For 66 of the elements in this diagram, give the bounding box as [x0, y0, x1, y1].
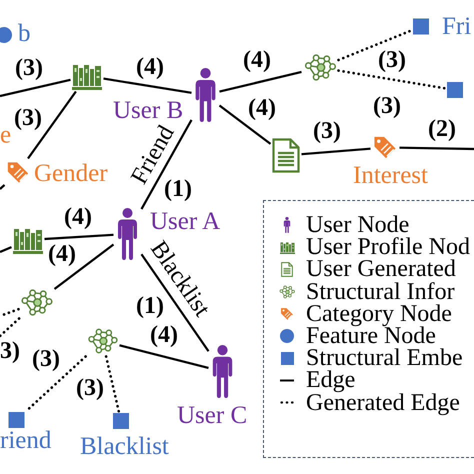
node-label: b — [18, 21, 30, 46]
dotted-edge — [104, 355, 120, 413]
edge-line — [399, 146, 474, 150]
square-icon — [447, 82, 463, 98]
edge-label: (4) — [136, 55, 164, 79]
node-label: User C — [177, 403, 248, 428]
node-label: Gender — [34, 161, 108, 186]
legend-label: Edge — [306, 368, 356, 392]
dotted-edge — [337, 69, 447, 90]
edge-label: (2) — [428, 117, 456, 141]
dotted-edge — [0, 308, 20, 318]
edge-line — [218, 104, 272, 145]
edge-line — [219, 70, 302, 93]
edge-line — [0, 184, 6, 190]
node-label: Blacklist — [80, 434, 169, 459]
edge-label: (4) — [64, 205, 92, 229]
legend-label: Structural Embe — [306, 346, 463, 370]
dotted-edge — [0, 317, 20, 338]
edge-line — [103, 78, 192, 94]
square-icon — [413, 18, 429, 35]
edge-line — [140, 119, 192, 210]
edge-line — [301, 148, 371, 156]
legend-label: Category Node — [306, 302, 452, 326]
books-icon — [72, 62, 102, 90]
node-label: Fri — [442, 14, 472, 39]
legend-label: Structural Infor — [306, 280, 455, 304]
edge-line — [0, 246, 12, 254]
edge-label: (4) — [150, 323, 178, 347]
node-label: Interest — [353, 163, 428, 188]
edge-label: (4) — [48, 242, 76, 266]
edge-label: (4) — [243, 48, 271, 72]
person-icon — [193, 68, 218, 122]
legend-label: User Profile Nod — [306, 235, 470, 260]
dotted-edge — [337, 29, 413, 62]
edge-line — [54, 244, 114, 290]
edge-line — [140, 254, 210, 352]
node-label: riend — [0, 428, 52, 453]
edge-line — [27, 90, 77, 160]
edge-label: (3) — [378, 48, 406, 72]
edge-label: (3) — [14, 106, 42, 130]
edge-line — [119, 344, 209, 369]
edge-line — [44, 234, 114, 240]
square-icon — [8, 412, 25, 428]
edge-label: 3) — [0, 339, 20, 363]
document-icon — [272, 138, 300, 173]
edge-label: (3) — [15, 56, 43, 80]
node-label: User B — [113, 98, 184, 123]
network-icon — [303, 53, 337, 82]
legend-label: User Generated — [306, 257, 456, 282]
node-label: User A — [150, 209, 220, 234]
person-icon — [115, 208, 140, 260]
node-label: e — [0, 122, 12, 147]
square-icon — [113, 413, 129, 429]
edge-label: (3) — [373, 94, 401, 118]
legend-label: User Node — [306, 213, 410, 238]
edge-label: (4) — [248, 96, 276, 120]
dotted-edge — [25, 355, 87, 412]
person-icon — [210, 345, 235, 398]
edge-label: (3) — [32, 347, 60, 371]
tag-icon — [6, 160, 30, 185]
network-icon — [87, 327, 118, 355]
tag-icon — [372, 135, 398, 160]
edge-line — [0, 78, 71, 98]
edge-label: (3) — [313, 119, 341, 143]
edge-label: (3) — [76, 376, 104, 400]
network-icon — [20, 288, 53, 317]
